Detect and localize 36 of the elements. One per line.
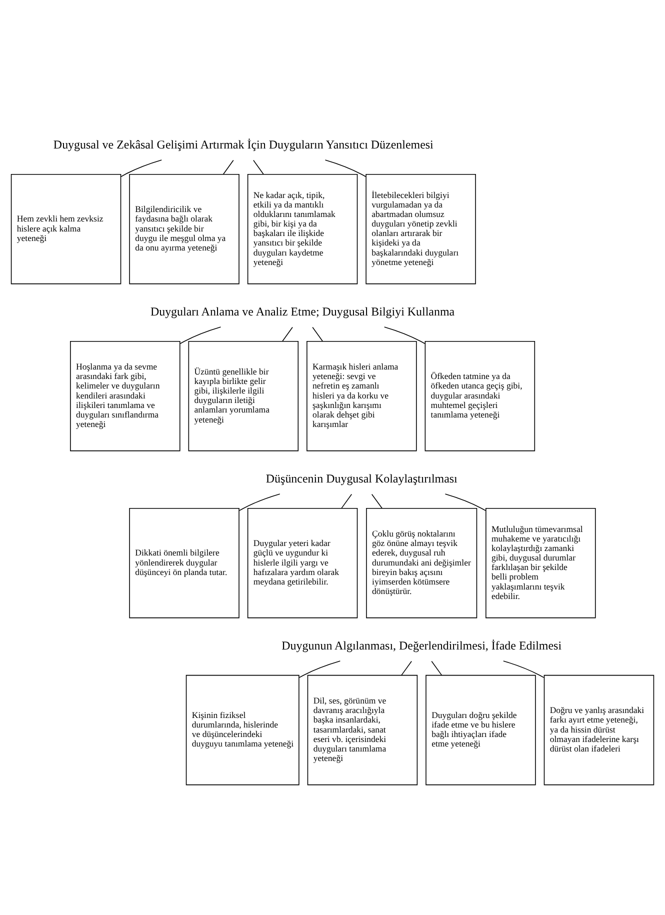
connector — [401, 660, 412, 676]
node-box: Hem zevkli hem zevksiz hislere açık kalma yeteneği — [10, 173, 122, 284]
connector — [503, 660, 544, 678]
node-box: Üzüntü genellikle bir kayıpla birlikte gelir gibi, ilişkilerle ilgili duyguların iletiği anlamları yorumlama yeteneği — [188, 340, 299, 451]
node-text: Düşüncenin Duygusal Kolaylaştırılması — [266, 470, 458, 485]
node-box: Duygular yeteri kadar güçlü ve uygundur ki hislerle ilgili yargı ve hafızalara yardım olarak meydana getirilebilir. — [247, 507, 358, 618]
node-box: Hoşlanma ya da sevme arasındaki fark gibi, kelimeler ve duyguların kendileri arasındaki ilişkileri tanımlama ve duyguları sınıflandırma yeteneği — [70, 340, 180, 451]
connector — [282, 326, 293, 342]
connector — [222, 159, 234, 174]
connector — [238, 493, 280, 510]
node-box: Duyguları doğru şekilde ifade etme ve bu hislere bağlı ihtiyaçları ifade etme yeteneği — [426, 674, 536, 785]
connector — [298, 660, 341, 678]
node-box: Bilgilendiricilik ve faydasına bağlı olarak yansıtıcı şekilde bir duygu ile meşgul olma ya da onu ayırma yeteneği — [129, 173, 240, 284]
connector — [371, 493, 382, 508]
node-box: İletebilecekleri bilgiyi vurgulamadan ya da abartmadan olumsuz duyguları yönetip zevkli olanları artırarak bir kişideki ya da başkalarındaki duyguları yönetme yeteneği — [366, 173, 476, 284]
node-box: Dikkati önemli bilgilere yönlendirerek duygular düşünceyi ön planda tutar. — [129, 507, 240, 618]
connector — [444, 493, 486, 510]
node-box: Mutluluğun tümevarımsal muhakeme ve yaratıcılığı kolaylaştırdığı zamanki gibi, duygusal durumlar farklılaşan bir şekilde belli problem yaklaşımlarını teşvik edebilir. — [486, 507, 596, 618]
connector — [341, 493, 352, 508]
node-box: Öfkeden tatmine ya da öfkeden utanca geçiş gibi, duygular arasındaki muhtemel geçişleri tanımlama yeteneği — [424, 340, 536, 451]
connector — [324, 159, 366, 176]
connector — [180, 326, 222, 344]
node-box: Dil, ses, görünüm ve davranış aracılığıyla başka insanlardaki, tasarımlardaki, sanat eseri vb. içerisindeki duyguları tanımlama yeteneği — [307, 674, 418, 785]
connector — [120, 159, 162, 176]
node-box: Kişinin fiziksel durumlarında, hislerinde ve düşüncelerindeki duyguyu tanımlama yeteneği — [186, 674, 300, 785]
connector — [312, 326, 324, 342]
connector — [431, 660, 442, 676]
node-text: Duyguları Anlama ve Analiz Etme; Duygusal Bilgiyi Kullanma — [150, 304, 455, 318]
node-box: Çoklu görüş noktalarını göz önüne almayı teşvik ederek, duygusal ruh durumundaki ani değişimler bireyin bakış açısını iyimserden kötümsere dönüştürür. — [366, 507, 478, 618]
node-text: Duygusal ve Zekâsal Gelişimi Artırmak İçin Duyguların Yansıtıcı Düzenlemesi — [53, 136, 434, 151]
connector — [253, 159, 264, 174]
node-box: Karmaşık hisleri anlama yeteneği: sevgi ve nefretin eş zamanlı hisleri ya da korku ve şaşkınlığın karışımı olarak dehşet gibi karışımlar — [306, 340, 417, 451]
connector — [384, 326, 426, 344]
node-text: Duygunun Algılanması, Değerlendirilmesi, İfade Edilmesi — [282, 638, 562, 652]
node-box: Doğru ve yanlış arasındaki farkı ayırt etme yeteneği, ya da hissin dürüst olmayan ifadelerine karşı dürüst olan ifadeleri — [544, 674, 654, 785]
node-box: Ne kadar açık, tipik, etkili ya da mantıklı olduklarını tanımlamak gibi, bir kişi ya da başkaları ile ilişkide yansıtıcı bir şekilde duyguları kaydetme yeteneği — [247, 173, 358, 284]
